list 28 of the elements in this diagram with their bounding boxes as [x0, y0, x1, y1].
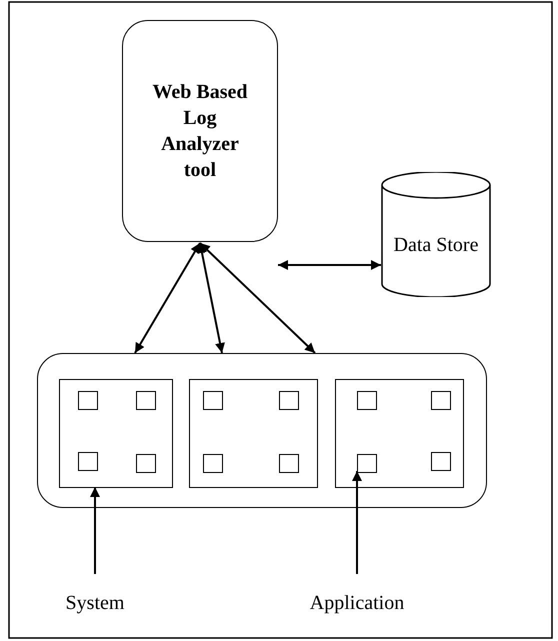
arrow: [90, 487, 100, 574]
group-box: [59, 379, 173, 488]
small-square: [279, 391, 299, 410]
container-box: [37, 353, 487, 508]
database-cylinder: [381, 172, 491, 297]
source-label: Application: [310, 591, 404, 616]
process-box: [122, 20, 278, 242]
source-label: System: [66, 591, 124, 616]
group-box: [335, 379, 464, 488]
arrow: [197, 242, 225, 354]
group-box: [189, 379, 318, 488]
small-square: [431, 452, 451, 471]
small-square: [357, 454, 377, 473]
arrow: [134, 242, 201, 354]
small-square: [357, 391, 377, 410]
arrow: [199, 242, 316, 354]
small-square: [136, 454, 156, 473]
small-square: [78, 391, 98, 410]
arrow: [278, 260, 381, 270]
small-square: [203, 391, 223, 410]
box-title: Web Based Log Analyzer tool: [151, 80, 249, 183]
small-square: [203, 454, 223, 473]
small-square: [431, 391, 451, 410]
node-label: Data Store: [394, 232, 478, 258]
small-square: [78, 452, 98, 471]
small-square: [136, 391, 156, 410]
arrow: [352, 471, 362, 574]
small-square: [279, 454, 299, 473]
